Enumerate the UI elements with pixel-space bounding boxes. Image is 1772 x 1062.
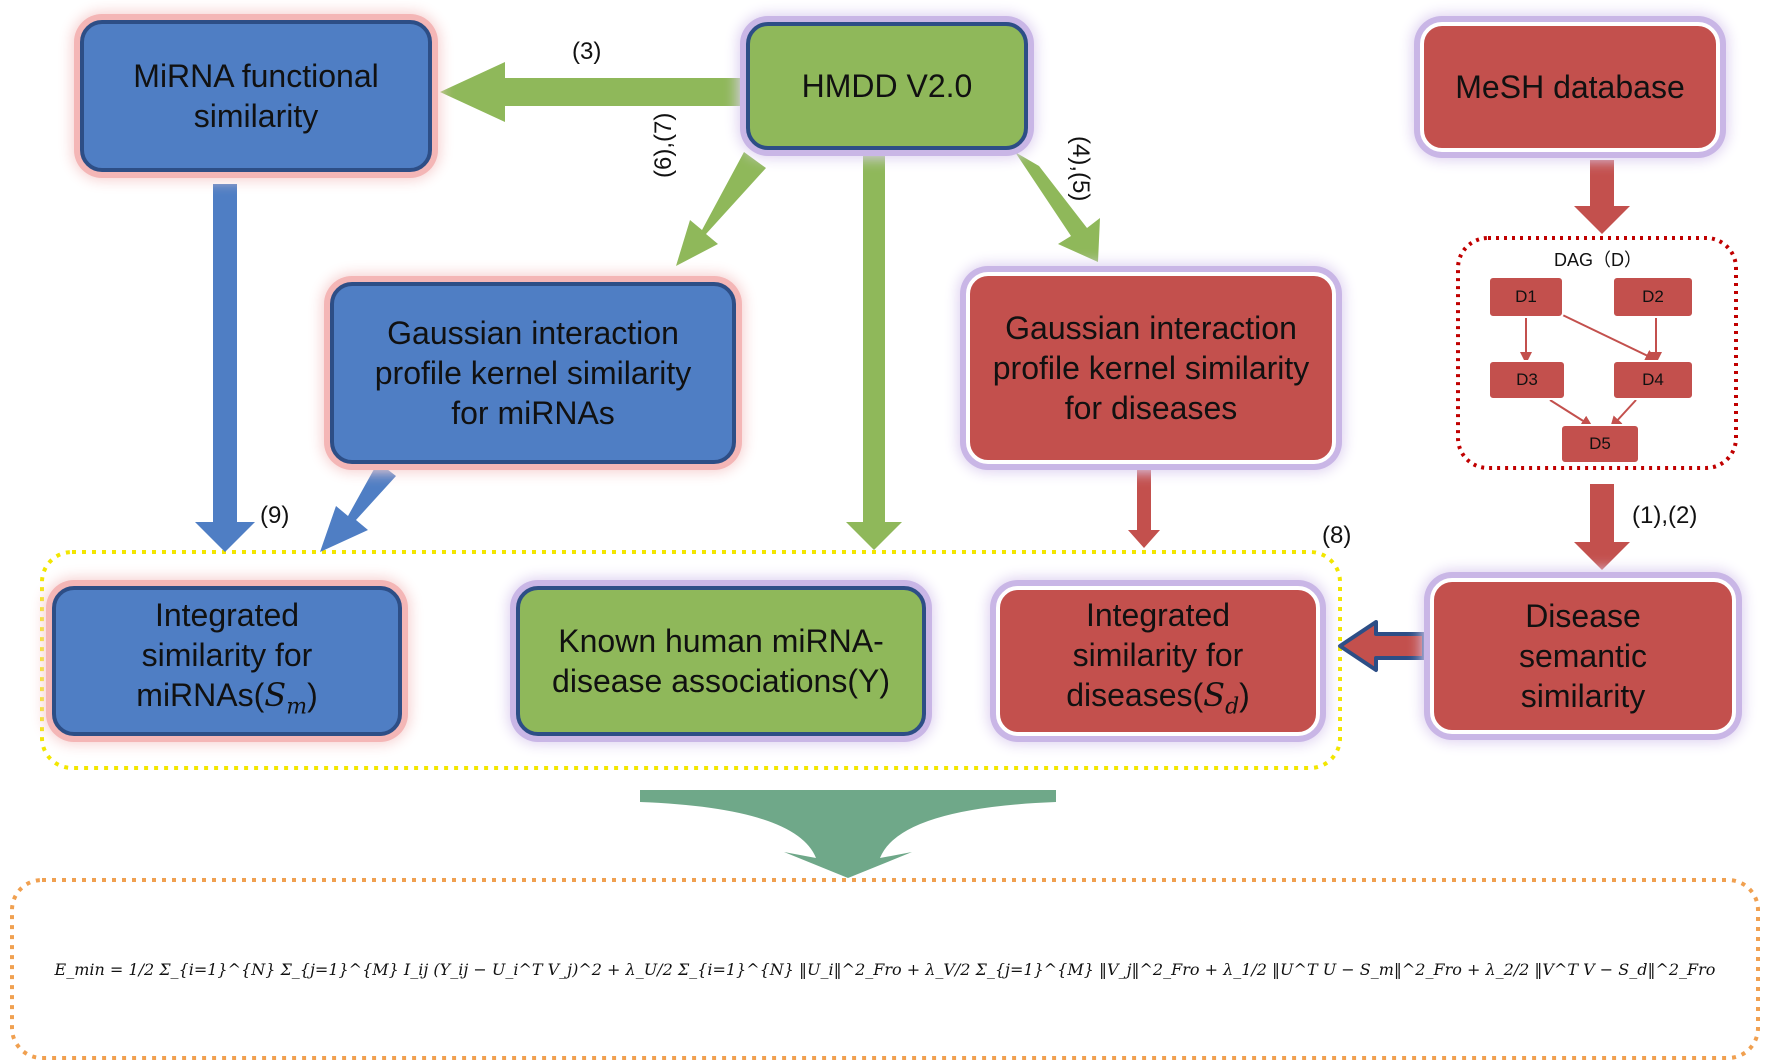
integrated-mirna-line-2: similarity for bbox=[141, 636, 313, 673]
objective-equation: E_min = 1/2 Σ_{i=1}^{N} Σ_{j=1}^{M} I_ij… bbox=[12, 880, 1758, 1058]
sm-subscript: m bbox=[286, 694, 308, 720]
edge-label-6-7: (6),(7) bbox=[650, 112, 677, 178]
integration-group-border bbox=[40, 550, 1342, 770]
arrow-semantic-to-integrated bbox=[1338, 620, 1426, 672]
semantic-line-1: Disease bbox=[1525, 598, 1641, 634]
arrow-gaussian-disease-to-integrated bbox=[1128, 466, 1160, 548]
edge-label-1-2: (1),(2) bbox=[1632, 502, 1698, 529]
arrow-mesh-to-dag bbox=[1574, 160, 1630, 234]
integrated-mirna-close: ) bbox=[307, 676, 318, 713]
arrow-gaussian-mirna-to-integrated bbox=[320, 462, 396, 552]
gaussian-mirna-line-3: for miRNAs bbox=[451, 395, 615, 431]
dag-node-d5: D5 bbox=[1560, 424, 1640, 464]
known-line-2: disease associations(Y) bbox=[552, 663, 890, 699]
integrated-mirna-line-1: Integrated bbox=[154, 596, 300, 633]
known-associations-node: Known human miRNA- disease associations(… bbox=[516, 586, 926, 736]
integrated-disease-line-2: similarity for bbox=[1072, 636, 1244, 673]
sd-subscript: d bbox=[1225, 694, 1240, 720]
gaussian-disease-line-1: Gaussian interaction bbox=[1005, 310, 1297, 346]
gaussian-mirna-node: Gaussian interaction profile kernel simi… bbox=[330, 282, 736, 464]
gaussian-mirna-line-2: profile kernel similarity bbox=[374, 355, 692, 391]
mirna-functional-similarity-node: MiRNA functional similarity bbox=[80, 20, 432, 172]
arrow-dag-to-semantic bbox=[1574, 484, 1630, 570]
edge-label-4-5: (4),(5) bbox=[1067, 136, 1094, 202]
equation-border bbox=[10, 878, 1760, 1060]
known-line-1: Known human miRNA- bbox=[558, 623, 884, 659]
sm-symbol: S bbox=[264, 675, 287, 714]
merge-arrow bbox=[640, 790, 1056, 878]
gaussian-disease-line-2: profile kernel similarity bbox=[992, 350, 1310, 386]
equation-text: E_min = 1/2 Σ_{i=1}^{N} Σ_{j=1}^{M} I_ij… bbox=[54, 959, 1716, 979]
integrated-mirna-node: Integrated similarity for miRNAs(Sm) bbox=[52, 586, 402, 736]
arrow-hmdd-to-gaussian-disease bbox=[1015, 152, 1100, 262]
hmdd-label: HMDD V2.0 bbox=[801, 68, 973, 104]
edge-label-9: (9) bbox=[260, 502, 290, 529]
integrated-disease-node: Integrated similarity for diseases(Sd) bbox=[996, 586, 1320, 736]
arrow-hmdd-to-gaussian-mirna bbox=[676, 152, 766, 266]
gaussian-disease-node: Gaussian interaction profile kernel simi… bbox=[966, 272, 1336, 464]
integrated-mirna-text: miRNAs( bbox=[136, 676, 265, 713]
mesh-database-node: MeSH database bbox=[1420, 22, 1720, 152]
integrated-disease-text: diseases( bbox=[1066, 676, 1204, 713]
integrated-disease-line-3: diseases(Sd) bbox=[1066, 675, 1250, 727]
gaussian-disease-line-3: for diseases bbox=[1064, 390, 1238, 426]
mirna-functional-line-1: MiRNA functional bbox=[133, 58, 379, 94]
integrated-disease-line-1: Integrated bbox=[1085, 596, 1231, 633]
mesh-label: MeSH database bbox=[1455, 69, 1685, 105]
dag-edge-d3-d5 bbox=[1549, 399, 1594, 428]
mirna-functional-line-2: similarity bbox=[193, 98, 319, 134]
gaussian-mirna-line-1: Gaussian interaction bbox=[387, 315, 679, 351]
integrated-mirna-line-3: miRNAs(Sm) bbox=[136, 675, 317, 727]
edge-label-8: (8) bbox=[1322, 522, 1352, 549]
dag-title: DAG（D） bbox=[1554, 250, 1643, 270]
integrated-disease-close: ) bbox=[1239, 676, 1250, 713]
arrow-hmdd-to-mirna-functional bbox=[440, 62, 745, 122]
semantic-line-2: semantic bbox=[1518, 638, 1648, 674]
arrow-mirna-functional-to-integrated bbox=[195, 184, 255, 552]
hmdd-node: HMDD V2.0 bbox=[746, 22, 1028, 150]
disease-semantic-node: Disease semantic similarity bbox=[1430, 578, 1736, 734]
dag-node-d3: D3 bbox=[1488, 360, 1566, 400]
arrow-hmdd-to-known bbox=[846, 150, 902, 550]
dag-node-d1: D1 bbox=[1488, 276, 1564, 318]
dag-border bbox=[1456, 236, 1738, 470]
semantic-line-3: similarity bbox=[1520, 678, 1646, 714]
edge-label-3: (3) bbox=[572, 38, 602, 65]
dag-node-d4: D4 bbox=[1612, 360, 1694, 400]
sd-symbol: S bbox=[1203, 675, 1226, 714]
dag-edge-d1-d4 bbox=[1547, 307, 1658, 361]
dag-edge-d4-d5 bbox=[1609, 399, 1637, 429]
dag-node-d2: D2 bbox=[1612, 276, 1694, 318]
